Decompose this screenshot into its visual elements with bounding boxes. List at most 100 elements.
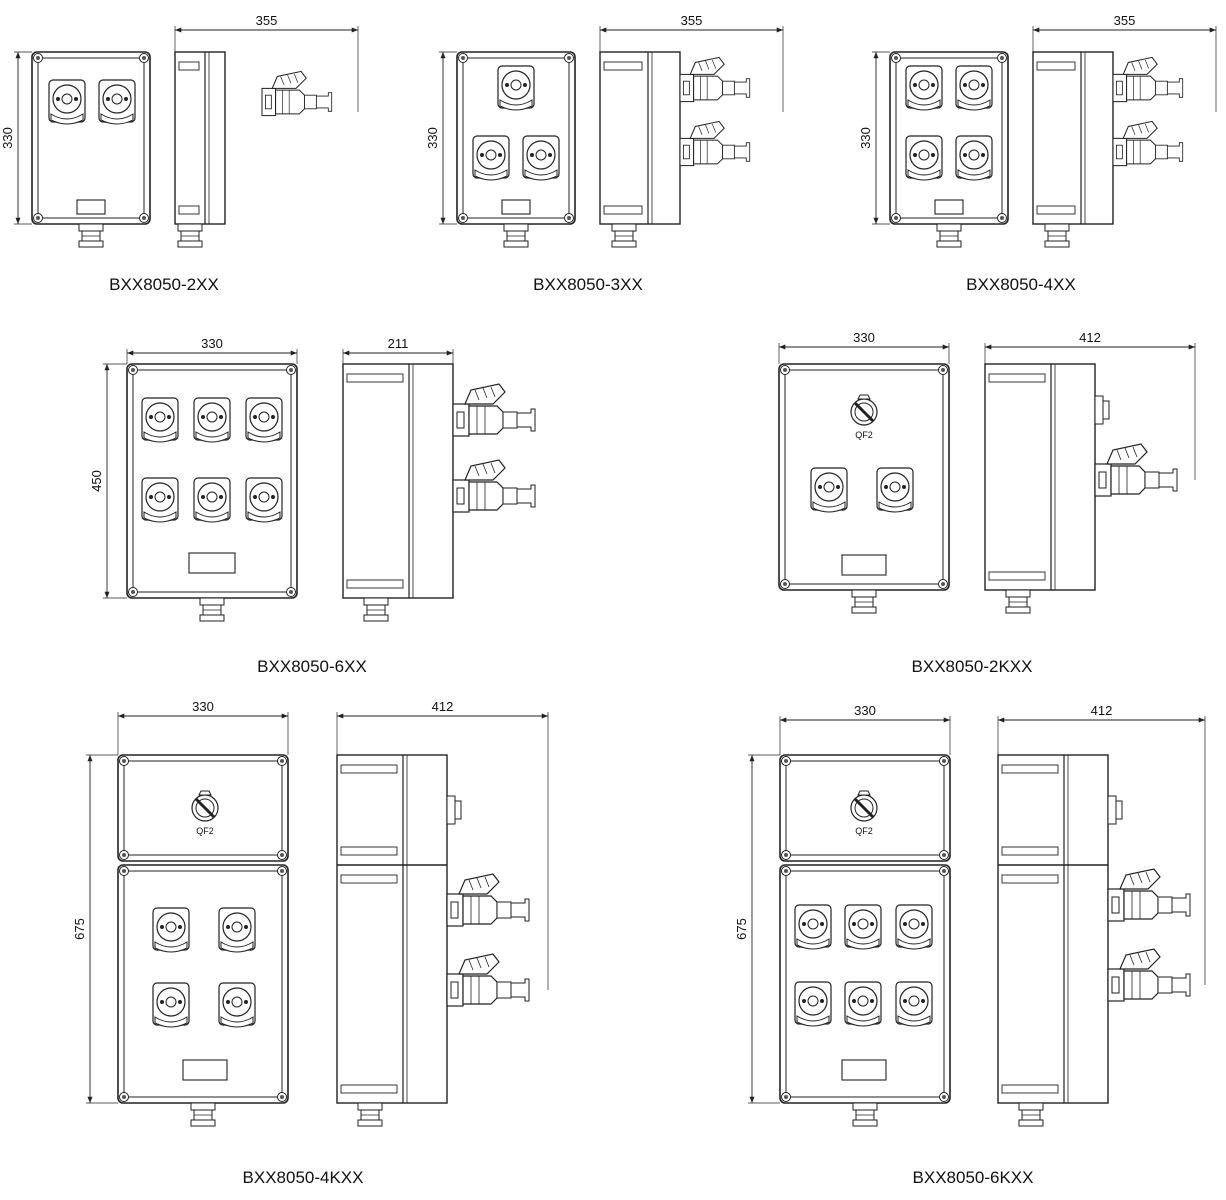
plug-icon (1094, 443, 1178, 497)
corner-screw-icon (781, 850, 791, 860)
socket-icon (98, 79, 136, 125)
dimension-label: 330 (425, 127, 440, 149)
cable-gland-icon (199, 597, 225, 622)
model-caption: BXX8050-4XX (966, 275, 1076, 294)
corner-screw-icon (891, 53, 901, 63)
switch-label: QF2 (196, 826, 214, 836)
corner-screw-icon (938, 579, 948, 589)
cable-gland-icon (851, 589, 877, 614)
hinge-bar (1001, 1084, 1059, 1094)
hinge-bar (1001, 846, 1059, 856)
hinge-bar (346, 373, 404, 383)
hinge-bar (988, 373, 1046, 383)
side-body (342, 363, 454, 599)
plug-icon (1112, 56, 1184, 103)
socket-icon (218, 982, 256, 1028)
cable-gland-icon (357, 1102, 383, 1127)
corner-screw-icon (781, 756, 791, 766)
cable-gland-icon (503, 223, 529, 248)
dimension-label: 412 (1091, 703, 1113, 718)
nameplate (76, 199, 106, 215)
corner-screw-icon (119, 866, 129, 876)
dimension-label: 330 (201, 336, 223, 351)
corner-screw-icon (33, 53, 43, 63)
socket-icon (955, 65, 993, 111)
socket-icon (844, 904, 882, 950)
socket-icon (193, 397, 231, 443)
socket-icon (895, 981, 933, 1027)
enclosure-cover (462, 57, 570, 219)
socket-icon (794, 981, 832, 1027)
socket-icon (844, 981, 882, 1027)
corner-screw-icon (277, 850, 287, 860)
side-body (174, 51, 226, 225)
nameplate (501, 199, 531, 215)
hinge-bar (178, 205, 200, 215)
plug-icon (452, 383, 536, 437)
dimension-label: 675 (72, 918, 87, 940)
hinge-bar (340, 1084, 398, 1094)
side-body (984, 363, 1096, 591)
corner-screw-icon (33, 213, 43, 223)
cable-gland-icon (78, 223, 104, 248)
cable-gland-icon (1044, 223, 1070, 248)
hinge-bar (603, 61, 643, 71)
cable-gland-icon (1018, 1102, 1044, 1127)
nameplate (841, 554, 887, 576)
dimension-label: 355 (256, 13, 278, 28)
plug-icon (679, 120, 751, 167)
corner-screw-icon (781, 1092, 791, 1102)
plug-icon (679, 56, 751, 103)
indicator-lamp-icon (1094, 395, 1110, 425)
socket-icon (905, 65, 943, 111)
socket-icon (794, 904, 832, 950)
dimension-label: 330 (853, 330, 875, 345)
nameplate (841, 1059, 887, 1081)
enclosure-cover (785, 760, 945, 856)
plug-icon (452, 459, 536, 513)
dimension-label: 330 (858, 127, 873, 149)
enclosure-cover (123, 760, 283, 856)
corner-screw-icon (564, 213, 574, 223)
corner-screw-icon (119, 850, 129, 860)
side-body (599, 51, 681, 225)
plug-icon (1107, 948, 1191, 1002)
corner-screw-icon (277, 1092, 287, 1102)
switch-label: QF2 (855, 430, 873, 440)
plug-icon (446, 953, 530, 1007)
hinge-bar (988, 571, 1046, 581)
corner-screw-icon (780, 579, 790, 589)
corner-screw-icon (128, 587, 138, 597)
corner-screw-icon (939, 866, 949, 876)
corner-screw-icon (286, 365, 296, 375)
drawing-stage: 330355BXX8050-2XX330355BXX8050-3XX330355… (0, 13, 1217, 1187)
hinge-bar (1001, 874, 1059, 884)
corner-screw-icon (939, 756, 949, 766)
socket-icon (152, 982, 190, 1028)
enclosure-cover (132, 369, 292, 593)
cable-gland-icon (363, 597, 389, 622)
hinge-bar (340, 764, 398, 774)
corner-screw-icon (938, 365, 948, 375)
enclosure-cover (785, 870, 945, 1098)
dimension-label: 412 (432, 699, 454, 714)
plug-icon (446, 873, 530, 927)
dimension-label: 412 (1079, 330, 1101, 345)
hinge-bar (340, 846, 398, 856)
cable-gland-icon (177, 223, 203, 248)
corner-screw-icon (277, 866, 287, 876)
corner-screw-icon (139, 213, 149, 223)
model-caption: BXX8050-4KXX (243, 1168, 364, 1187)
socket-icon (876, 467, 914, 513)
cable-gland-icon (190, 1102, 216, 1127)
corner-screw-icon (119, 756, 129, 766)
plug-icon (1107, 868, 1191, 922)
